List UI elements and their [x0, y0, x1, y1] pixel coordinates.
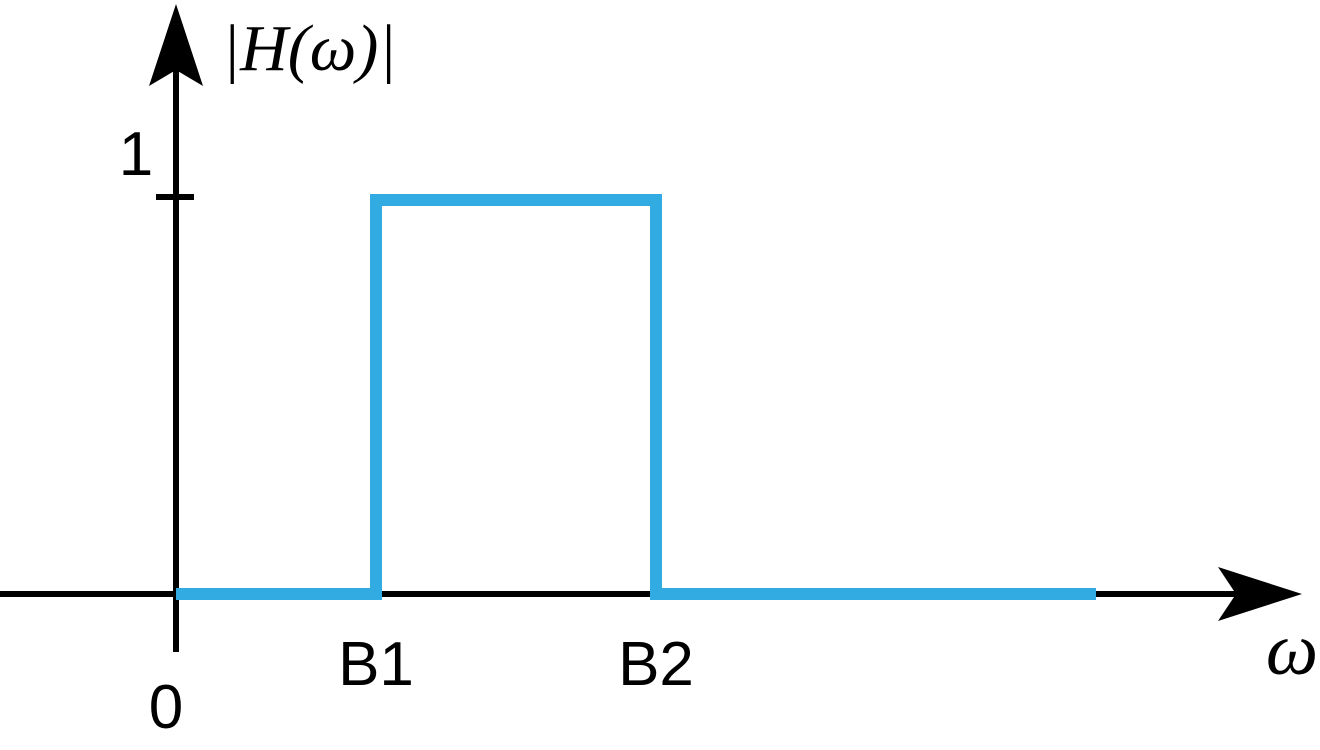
x-axis-arrow	[1218, 567, 1302, 621]
bandpass-series-line	[176, 194, 1096, 600]
y-axis-label: |H(ω)|	[222, 12, 397, 85]
y-tick-label-1: 1	[119, 120, 153, 189]
y-axis-arrow	[149, 4, 203, 86]
x-tick-label-b1: B1	[338, 630, 414, 699]
x-axis-label: ω	[1266, 609, 1318, 691]
x-tick-label-b2: B2	[618, 630, 694, 699]
x-tick-label-origin: 0	[149, 673, 183, 742]
